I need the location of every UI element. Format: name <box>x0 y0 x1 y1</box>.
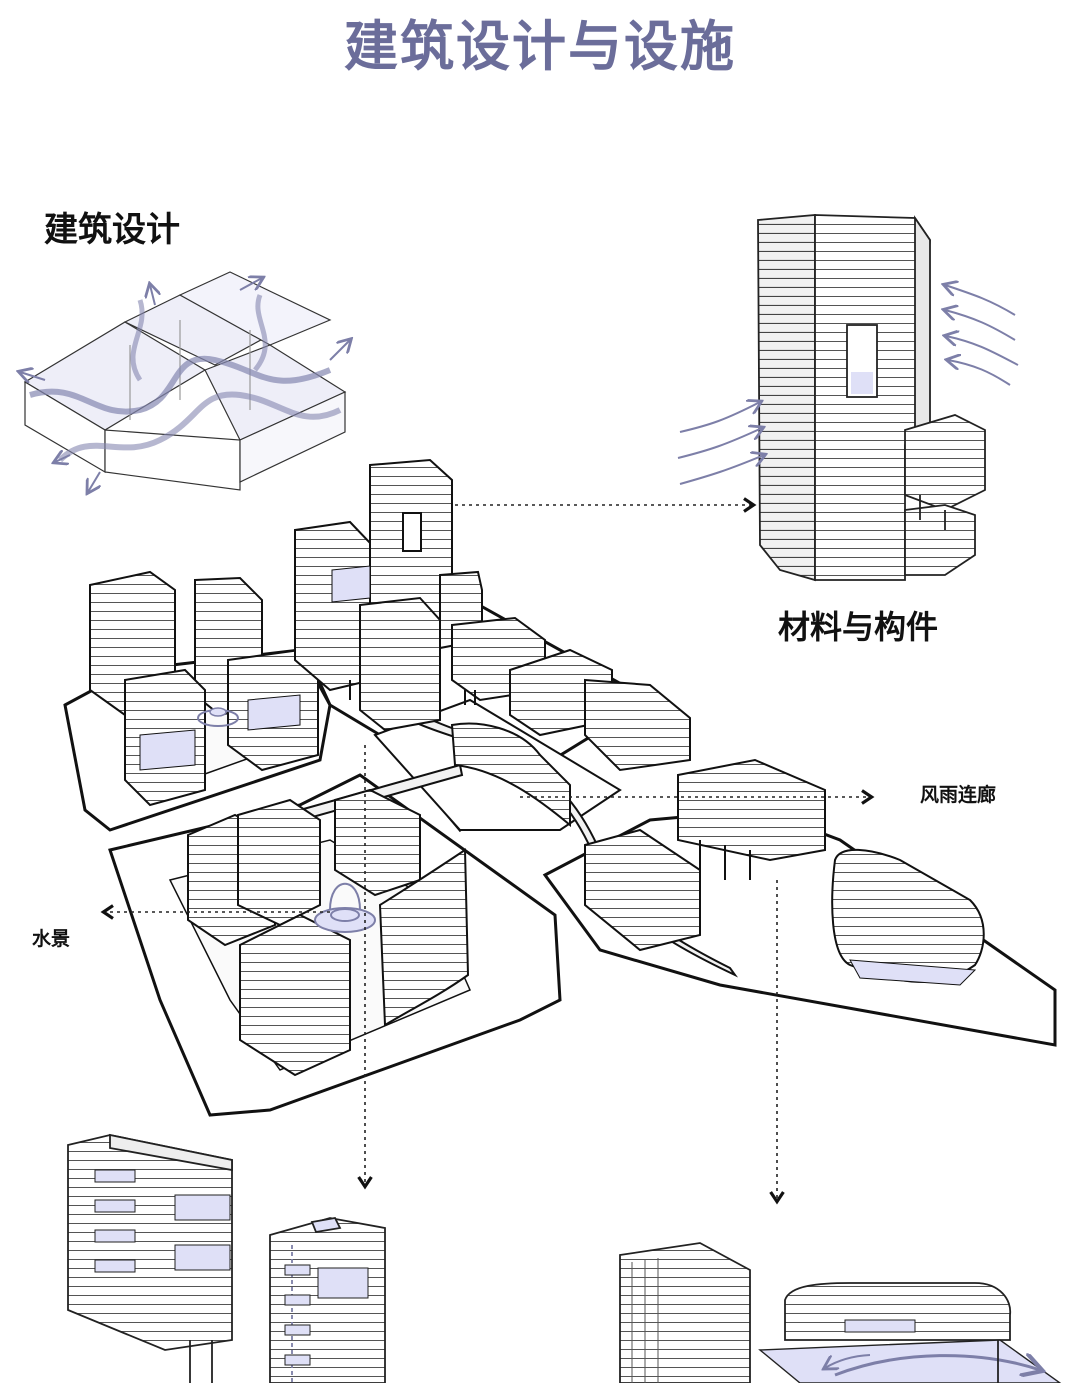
airflow-plan-diagram <box>20 271 350 492</box>
wind-arrows-right <box>945 285 1019 386</box>
building-group-east <box>584 758 985 986</box>
leader-lines <box>100 497 875 1205</box>
page-title: 建筑设计与设施 <box>344 15 736 78</box>
label-covered-corridor: 风雨连廊 <box>920 784 997 806</box>
bottom-left-building-details <box>67 1133 386 1383</box>
building-group-northwest <box>89 570 319 807</box>
bottom-right-building-details <box>619 1242 1062 1383</box>
building-group-center-north <box>294 458 691 772</box>
label-water-feature: 水景 <box>32 928 71 950</box>
label-materials-components: 材料与构件 <box>778 608 939 646</box>
label-architecture-design: 建筑设计 <box>44 210 180 250</box>
wind-arrows-left <box>677 402 764 485</box>
building-group-center-south <box>187 722 571 1077</box>
tower-detail-diagram <box>757 214 986 582</box>
